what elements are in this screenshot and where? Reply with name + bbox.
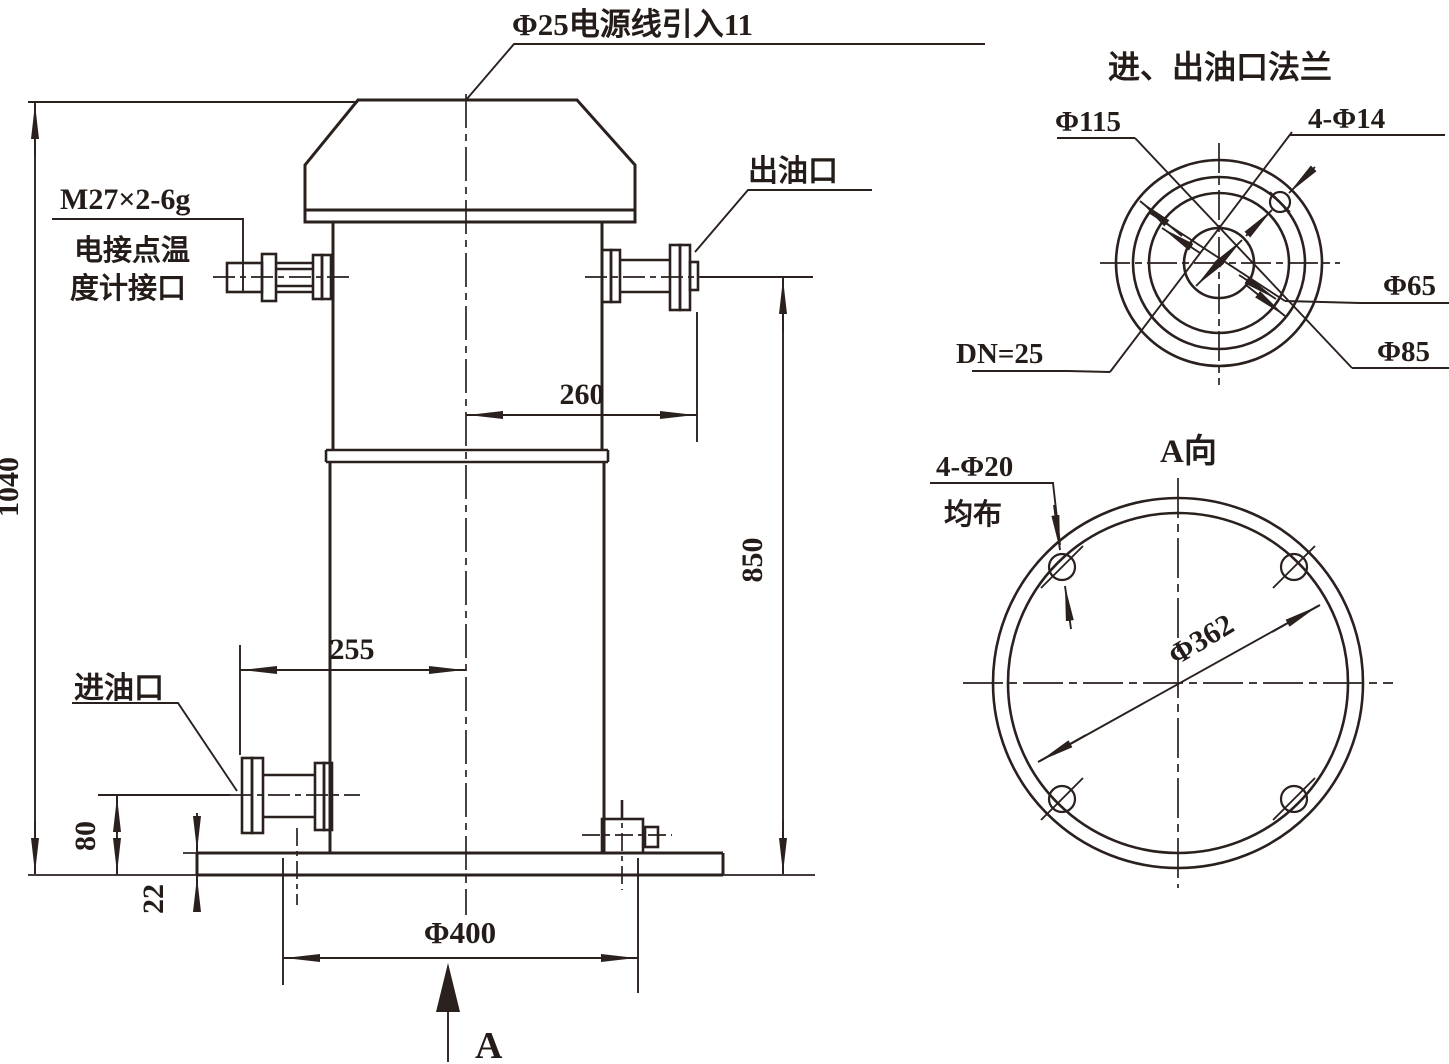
dim-1040: 1040 [0, 457, 25, 517]
front-view-text: Φ25电源线引入11 M27×2-6g 电接点温 度计接口 出油口 进油口 10… [0, 7, 838, 1064]
top-cap [303, 98, 637, 224]
thermometer-label-line2: 度计接口 [70, 272, 186, 305]
flange-dim-phi85: Φ85 [1377, 336, 1430, 368]
front-view-dimensions [28, 101, 813, 1062]
dim-80: 80 [69, 821, 102, 851]
dim-phi400: Φ400 [424, 915, 496, 950]
flange-dim-dn25: DN=25 [956, 338, 1043, 370]
flange-view [972, 131, 1449, 385]
thermometer-label-line1: 电接点温 [74, 234, 190, 267]
flange-bolt-hole [1268, 190, 1292, 214]
aview-dim-phi362: Φ362 [1163, 608, 1240, 672]
inlet-port [230, 756, 360, 835]
aview-dim-4phi20: 4-Φ20 [936, 451, 1013, 483]
a-view-text: A向 4-Φ20 均布 Φ362 [936, 433, 1240, 672]
aview-bolt-hole-tl [1047, 552, 1077, 582]
aview-bolt-hole-bl [1047, 784, 1077, 814]
flange-dim-phi65: Φ65 [1383, 270, 1436, 302]
a-view [930, 478, 1393, 888]
outlet-leader [694, 189, 872, 253]
aview-title: A向 [1160, 433, 1217, 470]
aview-dim-note: 均布 [944, 498, 1002, 531]
thread-spec-leader [52, 218, 244, 293]
front-view [28, 94, 815, 915]
flange-dim-4phi14: 4-Φ14 [1308, 103, 1385, 135]
thermometer-port [213, 252, 350, 303]
dim-850: 850 [736, 538, 769, 583]
outlet-label: 出油口 [748, 155, 838, 188]
outlet-port [585, 243, 710, 312]
inlet-leader [72, 702, 238, 792]
step-band [324, 448, 610, 464]
view-direction-label: A [475, 1025, 503, 1064]
view-direction-arrow [436, 963, 460, 1062]
anchor-bolt-right [582, 800, 672, 890]
dim-255: 255 [330, 633, 375, 666]
flange-view-text: 进、出油口法兰 Φ115 4-Φ14 Φ65 Φ85 DN=25 [956, 49, 1436, 370]
flange-view-title: 进、出油口法兰 [1108, 49, 1332, 85]
dim-260: 260 [560, 378, 605, 411]
power-inlet-leader [465, 43, 985, 101]
aview-bolt-hole-br [1279, 784, 1309, 814]
base-plate [195, 851, 725, 877]
thread-spec-label: M27×2-6g [60, 183, 190, 216]
dim-22: 22 [137, 884, 170, 914]
front-view-leaders [52, 43, 985, 792]
flange-dim-phi115: Φ115 [1055, 106, 1121, 138]
power-inlet-label: Φ25电源线引入11 [512, 7, 753, 42]
inlet-label: 进油口 [74, 672, 164, 705]
aview-bolt-hole-tr [1279, 552, 1309, 582]
